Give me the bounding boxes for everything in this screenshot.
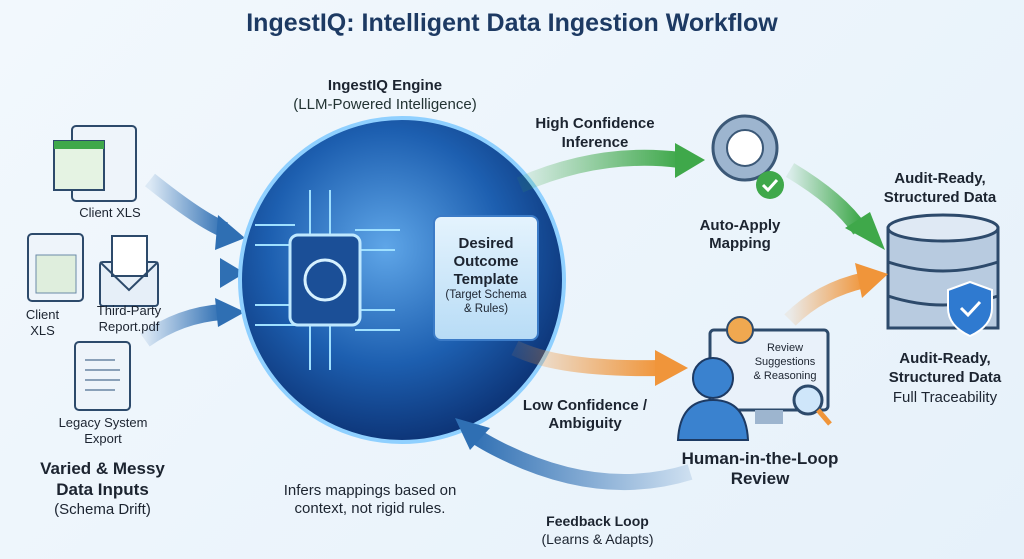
infers-line2: context, not rigid rules. [294,500,446,517]
infers-line1: Infers mappings based on [283,482,457,499]
low-confidence-line1: Low Confidence / [522,397,648,414]
client-xls-icon-2 [27,233,84,302]
input-label-legacy: Legacy System Export [58,415,148,446]
high-confidence-line1: High Confidence [535,115,655,132]
auto-apply-arrow [785,163,885,250]
engine-title: IngestIQ Engine [327,77,443,94]
gear-check-icon [711,114,784,199]
database-icon [886,213,1000,338]
input-label-client-xls-1: Client XLS [79,205,141,220]
audit-bottom-sub: Full Traceability [892,389,998,406]
desired-template-box: Desired Outcome Template (Target Schema … [433,215,539,341]
input-label-client-xls-2: Client XLS [25,307,60,338]
input-label-third-party: Third-Party Report.pdf [96,303,162,334]
auto-apply-line2: Mapping [709,235,771,252]
feedback-line1: Feedback Loop [546,513,649,529]
audit-top-line1: Audit-Ready, [894,170,986,187]
engine-sphere [238,116,566,444]
hitl-line1: Human-in-the-Loop [681,449,839,468]
audit-bottom-line2: Structured Data [888,369,1002,386]
low-confidence-line2: Ambiguity [548,415,622,432]
auto-apply-line1: Auto-Apply [699,217,781,234]
inputs-heading-1: Varied & Messy [40,459,165,478]
template-line2: Outcome [453,253,519,270]
high-confidence-arrow [516,143,705,193]
person-icon [676,357,750,441]
envelope-icon [99,235,159,307]
document-icon [74,341,131,411]
inputs-subtitle: (Schema Drift) [54,501,151,518]
review-screen-line3: & Reasoning [753,370,817,382]
review-monitor-icon [708,316,832,426]
inputs-heading-2: Data Inputs [56,480,149,499]
template-sub2: & Rules) [463,302,509,315]
template-line1: Desired [458,235,514,252]
feedback-loop-arrow [455,418,693,490]
template-sub1: (Target Schema [445,289,527,301]
review-screen-line1: Review [766,342,804,354]
review-to-data-arrow [784,263,888,326]
low-confidence-arrow [511,340,688,386]
brain-chip-icon [255,190,400,370]
engine-subtitle: (LLM-Powered Intelligence) [293,96,477,113]
hitl-line2: Review [730,469,790,488]
template-line3: Template [453,271,519,288]
review-screen-line2: Suggestions [754,356,816,368]
client-xls-icon-1 [53,125,137,202]
feedback-line2: (Learns & Adapts) [541,531,654,547]
input-arrows [140,173,245,347]
high-confidence-line2: Inference [561,134,629,151]
page-title: IngestIQ: Intelligent Data Ingestion Wor… [246,9,778,37]
audit-bottom-line1: Audit-Ready, [899,350,991,367]
audit-top-line2: Structured Data [883,189,997,206]
